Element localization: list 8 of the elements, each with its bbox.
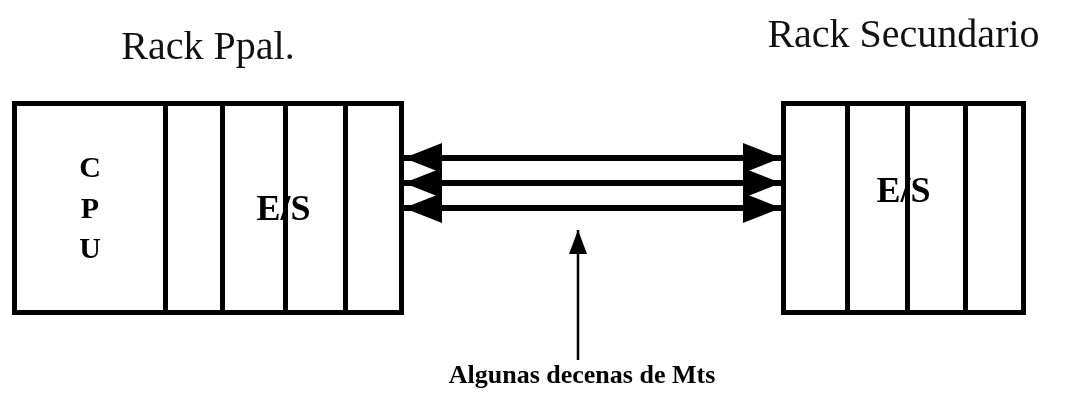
- rack-title: Rack Ppal.: [121, 24, 295, 68]
- distance-label: Algunas decenas de Mts: [448, 360, 716, 390]
- cable-arrow: [404, 143, 781, 173]
- rack-title: Rack Secundario: [767, 12, 1040, 56]
- cable-arrow: [404, 168, 781, 198]
- leader-arrow: [569, 230, 587, 360]
- module-label: C P U: [78, 149, 102, 267]
- cable-arrow: [404, 193, 781, 223]
